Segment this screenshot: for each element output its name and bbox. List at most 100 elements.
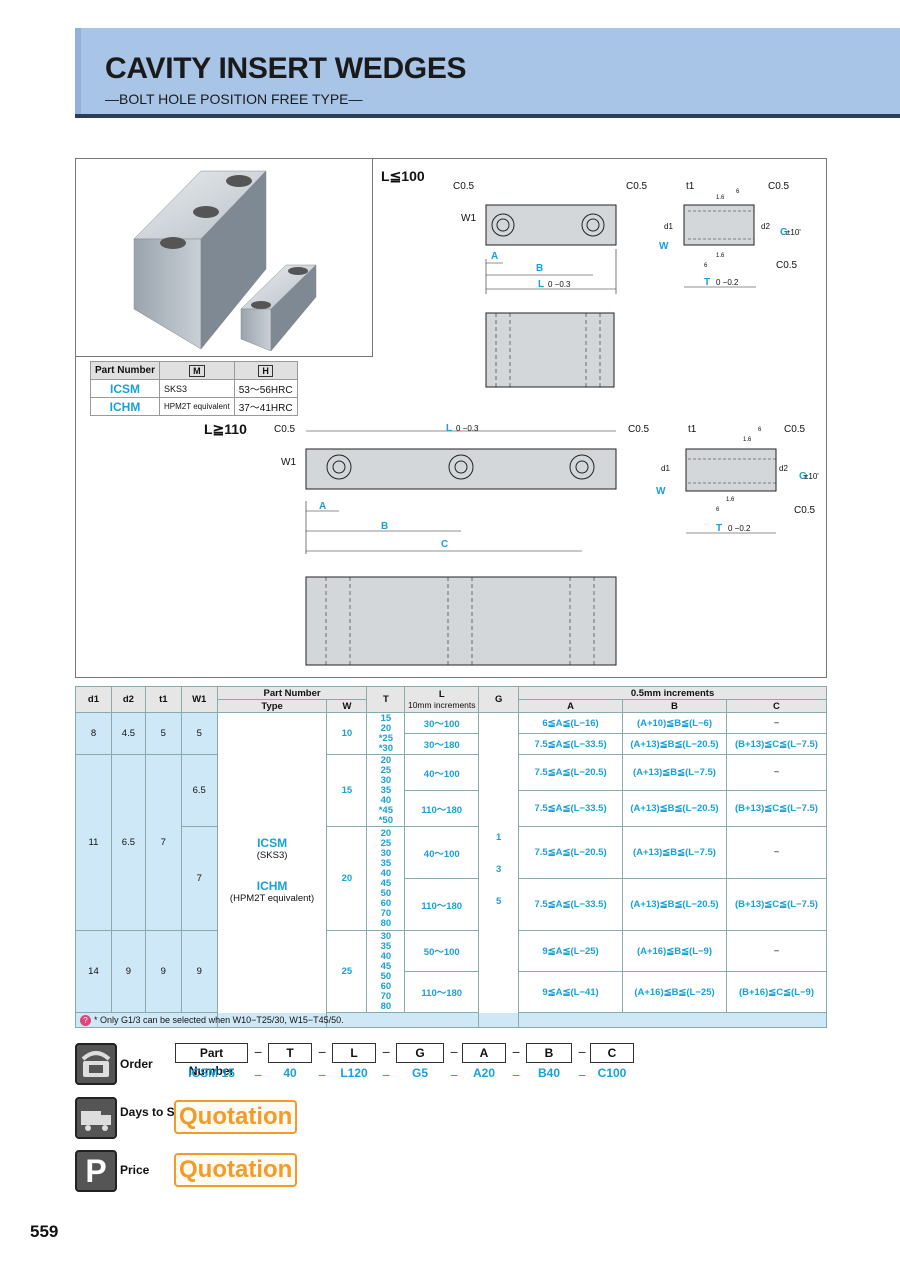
type-cell: ICSM (SKS3) ICHM (HPM2T equivalent) <box>216 712 328 1028</box>
order-example-c: C100 <box>597 1066 627 1080</box>
material-header-m: M <box>159 361 235 380</box>
svg-text:0 −0.3: 0 −0.3 <box>548 280 571 289</box>
svg-text:L: L <box>446 423 452 434</box>
svg-text:C0.5: C0.5 <box>784 424 806 435</box>
order-label: Order <box>120 1057 153 1071</box>
svg-text:G: G <box>799 471 807 482</box>
table-note-row: ?* Only G1/3 can be selected when W10−T2… <box>75 1012 827 1028</box>
svg-text:A: A <box>319 501 326 512</box>
svg-text:T: T <box>716 523 722 534</box>
svg-text:T: T <box>704 277 710 288</box>
material-pn-ichm: ICHM <box>89 397 161 416</box>
svg-text:1.6: 1.6 <box>716 253 725 259</box>
col-w: W <box>326 699 368 713</box>
svg-text:W: W <box>659 241 669 252</box>
material-h-ichm: 37～41HRC <box>233 397 298 416</box>
product-photo <box>76 159 373 357</box>
col-a: A <box>518 699 623 713</box>
svg-text:W1: W1 <box>461 213 476 224</box>
svg-text:C0.5: C0.5 <box>794 505 816 516</box>
svg-text:G: G <box>780 227 788 238</box>
material-pn-icsm: ICSM <box>89 379 161 398</box>
order-field-t: T <box>268 1043 312 1063</box>
order-example-t: 40 <box>283 1066 297 1080</box>
svg-text:d1: d1 <box>661 464 670 473</box>
order-field-c: C <box>590 1043 634 1063</box>
svg-text:0 −0.2: 0 −0.2 <box>728 524 751 533</box>
price-label: Price <box>120 1163 150 1177</box>
svg-text:±10': ±10' <box>786 228 801 237</box>
phone-icon <box>75 1043 117 1085</box>
price-p-icon: P <box>75 1150 117 1192</box>
svg-text:L: L <box>538 279 544 290</box>
svg-text:t1: t1 <box>688 424 697 435</box>
truck-icon <box>75 1097 117 1139</box>
svg-text:A: A <box>491 251 498 262</box>
svg-text:1.6: 1.6 <box>716 195 725 201</box>
order-example-g: G5 <box>411 1066 428 1080</box>
svg-text:±10': ±10' <box>804 472 819 481</box>
order-example-a: A20 <box>472 1066 495 1080</box>
page-header: CAVITY INSERT WEDGES —BOLT HOLE POSITION… <box>75 28 900 118</box>
svg-text:6: 6 <box>736 189 740 195</box>
col-type: Type <box>216 699 328 713</box>
svg-text:1.6: 1.6 <box>726 497 735 503</box>
order-field-b: B <box>526 1043 572 1063</box>
col-d1: d1 <box>75 686 112 713</box>
svg-text:W1: W1 <box>281 457 296 468</box>
order-example-b: B40 <box>537 1066 560 1080</box>
order-field-l: L <box>332 1043 376 1063</box>
col-b: B <box>622 699 727 713</box>
material-header-h: H <box>233 361 298 380</box>
svg-text:6: 6 <box>716 507 720 513</box>
page-number: 559 <box>30 1222 59 1241</box>
svg-text:0 −0.2: 0 −0.2 <box>716 278 739 287</box>
svg-text:C0.5: C0.5 <box>453 181 475 192</box>
col-increments: 0.5mm increments <box>518 686 827 700</box>
label-l110: L≧110 <box>204 421 247 437</box>
svg-text:6: 6 <box>704 263 708 269</box>
svg-text:6: 6 <box>758 427 762 433</box>
info-icon: ? <box>80 1014 91 1026</box>
table-row: 110～180 9≦A≦(L−41) (A+16)≦B≦(L−25) (B+16… <box>76 971 828 1013</box>
table-row: 30～180 7.5≦A≦(L−33.5) (A+13)≦B≦(L−20.5) … <box>76 733 828 755</box>
svg-text:C: C <box>441 539 448 550</box>
svg-text:1.6: 1.6 <box>743 437 752 443</box>
col-c: C <box>725 699 828 713</box>
svg-text:B: B <box>381 521 388 532</box>
svg-text:W: W <box>656 486 666 497</box>
svg-text:B: B <box>536 263 543 274</box>
svg-text:d1: d1 <box>664 222 673 231</box>
order-example-part-number: ICSM 15 <box>188 1066 235 1080</box>
svg-text:t1: t1 <box>686 181 695 192</box>
header-accent-bar <box>75 28 81 114</box>
page-title: CAVITY INSERT WEDGES <box>105 52 467 85</box>
price-quotation-badge: Quotation <box>174 1153 298 1187</box>
svg-text:d2: d2 <box>779 464 788 473</box>
svg-text:C0.5: C0.5 <box>628 424 650 435</box>
svg-text:d2: d2 <box>761 222 770 231</box>
drawing-panel: Part Number M H ICSM SKS3 53～56HRC ICHM … <box>75 158 827 678</box>
svg-text:C0.5: C0.5 <box>274 424 296 435</box>
svg-text:0 −0.3: 0 −0.3 <box>456 424 479 433</box>
technical-drawing: C0.5 C0.5 C0.5 W1 A B L 0 −0.3 t1 W d1 d… <box>274 181 819 666</box>
order-field-part-number: Part Number <box>175 1043 248 1078</box>
col-t: T <box>366 686 406 713</box>
col-t1: t1 <box>144 686 182 713</box>
label-l100: L≦100 <box>381 168 425 184</box>
table-note: * Only G1/3 can be selected when W10−T25… <box>94 1014 344 1025</box>
svg-text:C0.5: C0.5 <box>768 181 790 192</box>
order-example-l: L120 <box>340 1066 368 1080</box>
days-quotation-badge: Quotation <box>174 1100 298 1134</box>
product-photo-illustration <box>133 170 317 352</box>
table-row: 8 4.5 5 5 ICSM (SKS3) ICHM (HPM2T equiva… <box>75 712 828 1028</box>
col-d2: d2 <box>110 686 146 713</box>
col-w1: W1 <box>180 686 218 713</box>
svg-text:C0.5: C0.5 <box>626 181 648 192</box>
